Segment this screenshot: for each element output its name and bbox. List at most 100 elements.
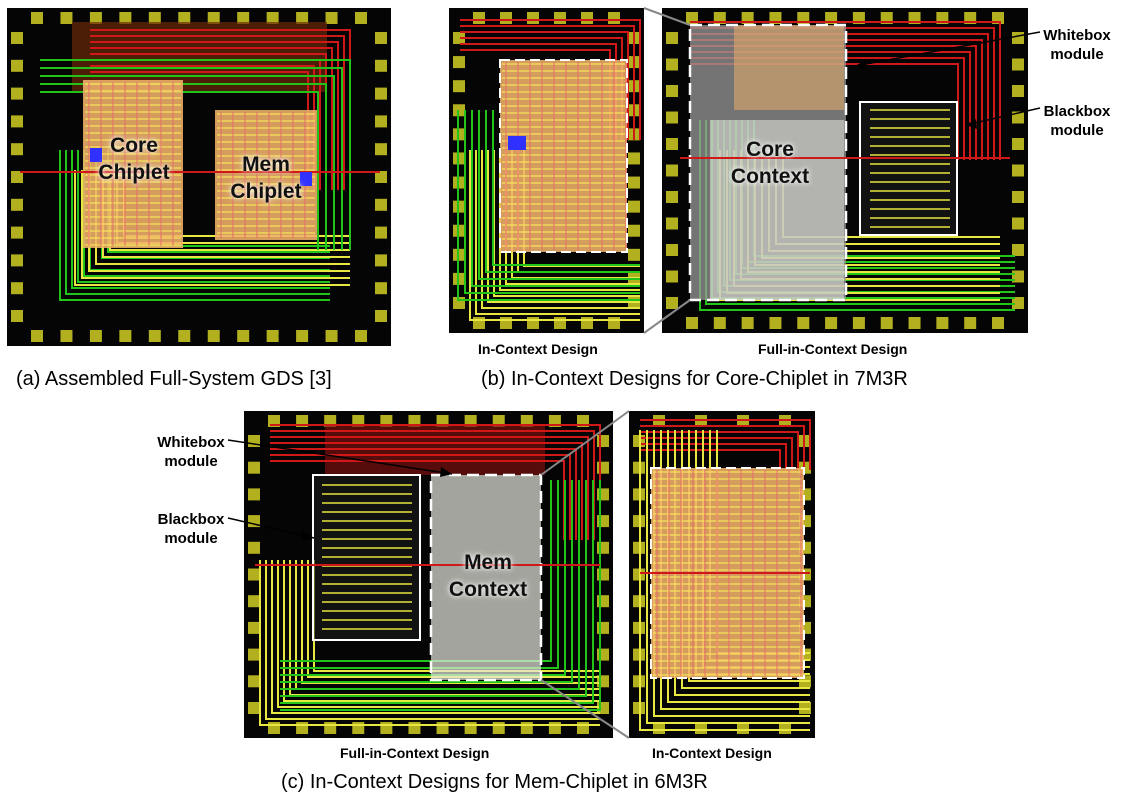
die-c-in-context [629,411,815,738]
pad [148,330,161,342]
pad [119,12,132,24]
annotation-arrows-c [227,439,453,541]
pad [248,595,260,608]
io-marker [300,172,312,186]
core-chiplet-block [83,80,183,248]
pad [1012,191,1024,203]
pad [741,317,754,329]
blackbox-region [860,102,957,235]
pad [148,12,161,24]
pad [527,317,539,329]
die-a-full-system [7,8,391,346]
die-c-full-in-context [244,411,613,738]
pad [453,80,465,93]
arrowhead [440,467,452,477]
pad [597,621,609,634]
pad [492,722,505,734]
pad [666,217,678,230]
pad [11,310,23,322]
pad [268,722,280,734]
die-b-full-in-context [662,8,1028,333]
pad [352,722,365,734]
pad [666,297,678,309]
pad [713,317,726,329]
pad [581,12,593,24]
pad [11,226,23,239]
pad [325,330,338,342]
pad [473,12,485,24]
pad [11,59,23,72]
pad [324,722,337,734]
pad [666,111,678,124]
pad [936,317,949,329]
pad [1012,138,1024,150]
io-marker [90,148,102,162]
die-b-in-context [449,8,644,333]
chiplet-body [500,60,627,252]
pad [436,722,449,734]
pad [825,317,838,329]
pad [375,87,387,100]
pad [89,330,102,342]
pad [992,317,1004,329]
pad [628,248,640,261]
pad [628,152,640,165]
full-in-context-design-label-b: Full-in-Context Design [758,341,908,357]
blackbox-outline [859,101,958,236]
caption-c: (c) In-Context Designs for Mem-Chiplet i… [281,771,708,793]
dashed-outline [499,59,628,253]
pad [880,317,893,329]
pad [248,702,260,714]
pad [178,330,191,342]
pad [1012,217,1024,230]
blackbox-annotation-b: Blackbox module [1043,103,1111,139]
pad [548,722,561,734]
pad [473,317,485,329]
pad [375,32,387,44]
core-chiplet-block-b [500,60,627,252]
pad [248,621,260,634]
pad [375,226,387,239]
pad [628,176,640,189]
pad [666,164,678,177]
pad [554,12,566,24]
pad [248,648,260,661]
pad [207,12,220,24]
pad [1012,297,1024,309]
pad [375,59,387,72]
pad [11,254,23,267]
pad [11,32,23,44]
pad [296,722,309,734]
pad [237,330,250,342]
arrowhead [855,60,866,70]
pad [296,12,309,24]
pad [355,330,367,342]
arrowhead [966,119,977,129]
pad [60,12,73,24]
pad [11,198,23,211]
pad [31,12,43,24]
pad [375,198,387,211]
blackbox-outline [312,474,421,641]
whitebox-annotation-b: Whitebox module [1043,27,1111,63]
pad [500,317,512,329]
pad [266,330,279,342]
pad [31,330,43,342]
whitebox-annotation-c: Whitebox module [157,434,225,470]
caption-b: (b) In-Context Designs for Core-Chiplet … [481,368,908,390]
pad [597,568,609,581]
pad [1012,164,1024,177]
pad [248,541,260,554]
pad [628,224,640,237]
pad [248,568,260,581]
in-context-design-label-b: In-Context Design [478,341,598,357]
pad [380,722,393,734]
pad [375,143,387,156]
pad [375,254,387,267]
pad [597,461,609,474]
pad [453,32,465,44]
pad [769,317,782,329]
whitebox-outline [429,473,543,682]
